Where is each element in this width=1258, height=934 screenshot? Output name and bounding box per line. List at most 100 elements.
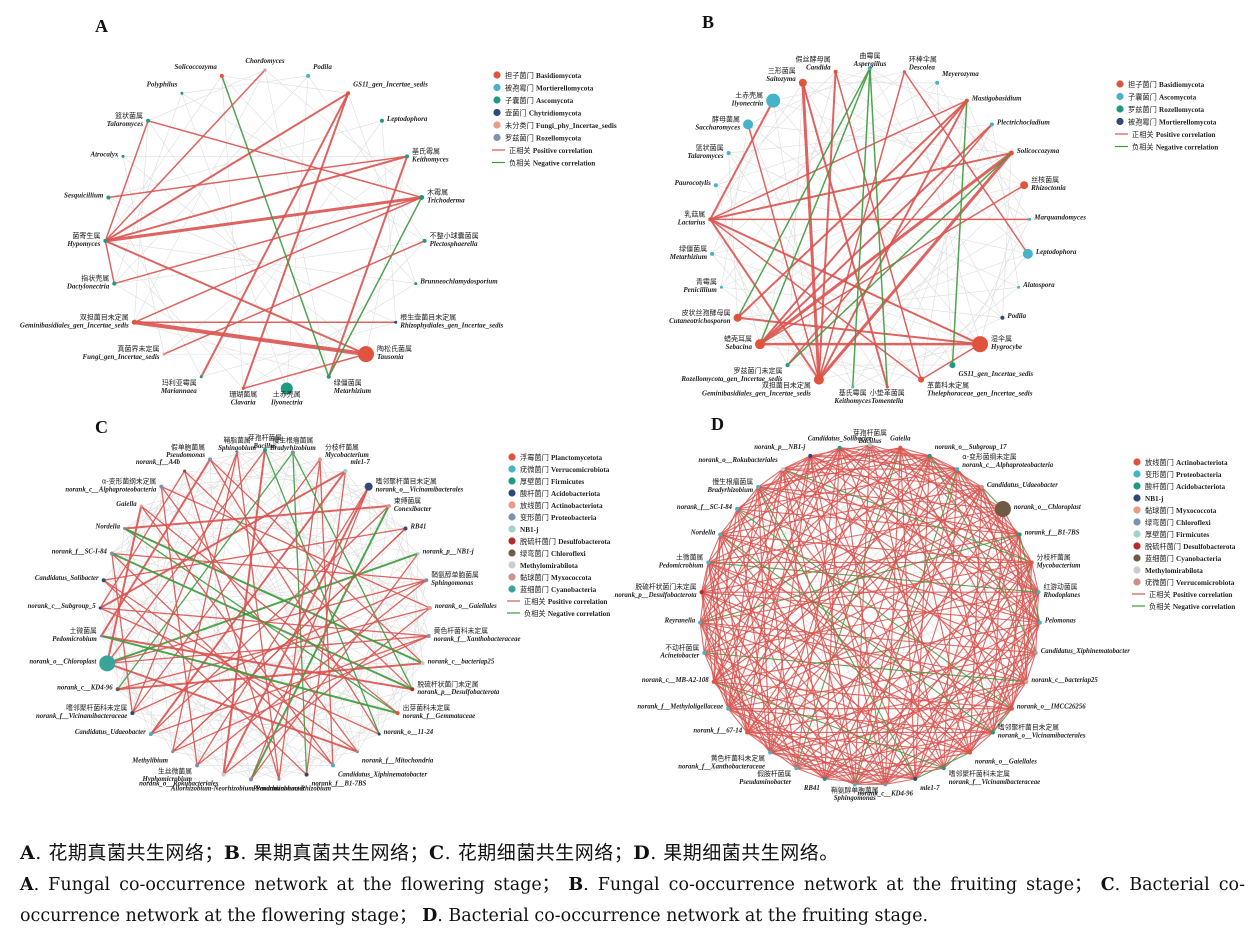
faint-edge: [737, 317, 888, 388]
node: [414, 282, 418, 286]
node: [427, 605, 432, 610]
node: [706, 560, 711, 565]
positive-edge: [757, 486, 1039, 593]
node-label-zh: 罗兹菌门未定属: [734, 366, 783, 375]
node: [994, 501, 1011, 518]
node: [405, 154, 410, 159]
node-label-en: norank_o__Subgroup_17: [935, 444, 1007, 451]
positive-edge: [704, 652, 971, 754]
node: [426, 633, 431, 638]
faint-edge: [181, 75, 309, 94]
positive-edge: [839, 447, 982, 488]
node: [1017, 285, 1021, 289]
node: [290, 450, 295, 455]
faint-edge: [736, 508, 1036, 654]
faint-edge: [773, 100, 1025, 186]
node: [833, 69, 838, 74]
faint-edge: [223, 751, 358, 775]
legend-swatch: [1133, 530, 1141, 538]
node-label-en: Nordella: [94, 523, 120, 530]
positive-edge: [104, 120, 149, 242]
caption-text: . 花期细菌共生网络；: [444, 842, 634, 864]
node-label-en: Candidatus_Udaeobacter: [75, 729, 146, 736]
node-label-zh: 绿僵菌属: [334, 378, 362, 387]
positive-edge: [708, 455, 930, 563]
node-label-zh: 分枝杆菌属: [1037, 552, 1071, 561]
node-label-zh: 菌寄生属: [72, 231, 100, 240]
legend-label: 厚壁菌门 Firmicutes: [520, 477, 584, 486]
node-label-en: norank_o__Gaiellales: [435, 603, 497, 610]
node-label-zh: 鞘氨醇单胞菌属: [831, 785, 879, 794]
node: [112, 281, 117, 286]
caption-text: . Fungal co-occurrence network at the fl…: [33, 875, 569, 895]
node-label-zh: 土赤壳属: [735, 91, 763, 100]
node: [794, 766, 799, 771]
node: [419, 194, 425, 200]
node-label-en: Penicillium: [683, 286, 717, 294]
positive-edge: [719, 486, 759, 535]
node: [249, 777, 254, 782]
faint-edge: [264, 69, 422, 198]
node-label-en: norank_p__NB1-j: [423, 548, 474, 555]
legend-swatch: [508, 525, 516, 533]
positive-edge: [103, 579, 358, 753]
node-label-en: norank_o__Chloroplast: [29, 658, 97, 665]
node-label-en: Rhizoctonia: [1030, 184, 1066, 192]
positive-edge: [839, 447, 1004, 510]
legend-label: 负相关 Negative correlation: [1132, 143, 1218, 152]
positive-edge: [824, 455, 931, 780]
legend-swatch: [508, 549, 516, 557]
positive-edge: [699, 447, 841, 623]
node: [263, 448, 267, 452]
faint-edge: [99, 607, 152, 735]
faint-edge: [306, 689, 413, 775]
node-label-en: norank_f__67-14: [693, 727, 742, 734]
node: [743, 119, 754, 130]
node-label-en: norank_o__11-24: [384, 729, 434, 736]
panel-letter: D: [711, 414, 724, 434]
positive-edge: [903, 71, 1029, 255]
faint-edge: [773, 71, 905, 101]
positive-edge: [103, 579, 308, 776]
node-label-en: norank_o__Rokubacteriales: [139, 781, 219, 788]
node: [395, 711, 400, 716]
positive-edge: [758, 486, 1003, 510]
faint-edge: [103, 470, 185, 581]
node: [754, 339, 765, 350]
positive-edge: [117, 607, 431, 690]
legend-label: 脱硫杆菌门 Desulfobacterota: [1145, 542, 1236, 551]
node-label-en: Pelomonas: [1045, 618, 1076, 625]
positive-edge: [746, 468, 784, 733]
node: [718, 532, 723, 537]
faint-edge: [236, 452, 334, 766]
node-label-zh: 慢生根瘤菌属: [712, 477, 753, 486]
legend-label: 担子菌门 Basidiomycota: [1128, 80, 1205, 89]
legend-label: 变形菌门 Proteobacteria: [1145, 470, 1222, 479]
positive-edge: [105, 195, 422, 243]
node: [330, 763, 335, 768]
positive-edge: [746, 508, 1004, 733]
legend-label: 正相关 Positive correlation: [524, 597, 607, 606]
node: [898, 445, 903, 450]
node-label-en: Thelephoraceae_gen_Incertae_sedis: [927, 390, 1033, 398]
positive-edge: [854, 455, 931, 785]
faint-edges: [99, 449, 431, 780]
positive-edge: [720, 533, 1032, 564]
positive-edge: [703, 652, 729, 709]
positive-edge: [786, 123, 993, 366]
positive-edge: [327, 156, 409, 378]
legend-swatch: [508, 477, 516, 485]
positive-edge: [699, 622, 771, 753]
faint-edge: [99, 486, 162, 609]
node-label-en: Chordomyces: [245, 57, 285, 65]
positive-edge: [758, 455, 930, 488]
legend-label: 正相关 Positive correlation: [1149, 590, 1232, 599]
faint-edge: [122, 156, 165, 355]
positive-edge: [703, 455, 931, 654]
positive-edge: [746, 732, 797, 769]
node: [766, 93, 781, 108]
node-label-en: Podila: [313, 63, 332, 71]
positive-edge: [200, 92, 350, 378]
node-label-en: norank_f__SC-I-84: [52, 548, 108, 555]
faint-edge: [307, 75, 425, 242]
